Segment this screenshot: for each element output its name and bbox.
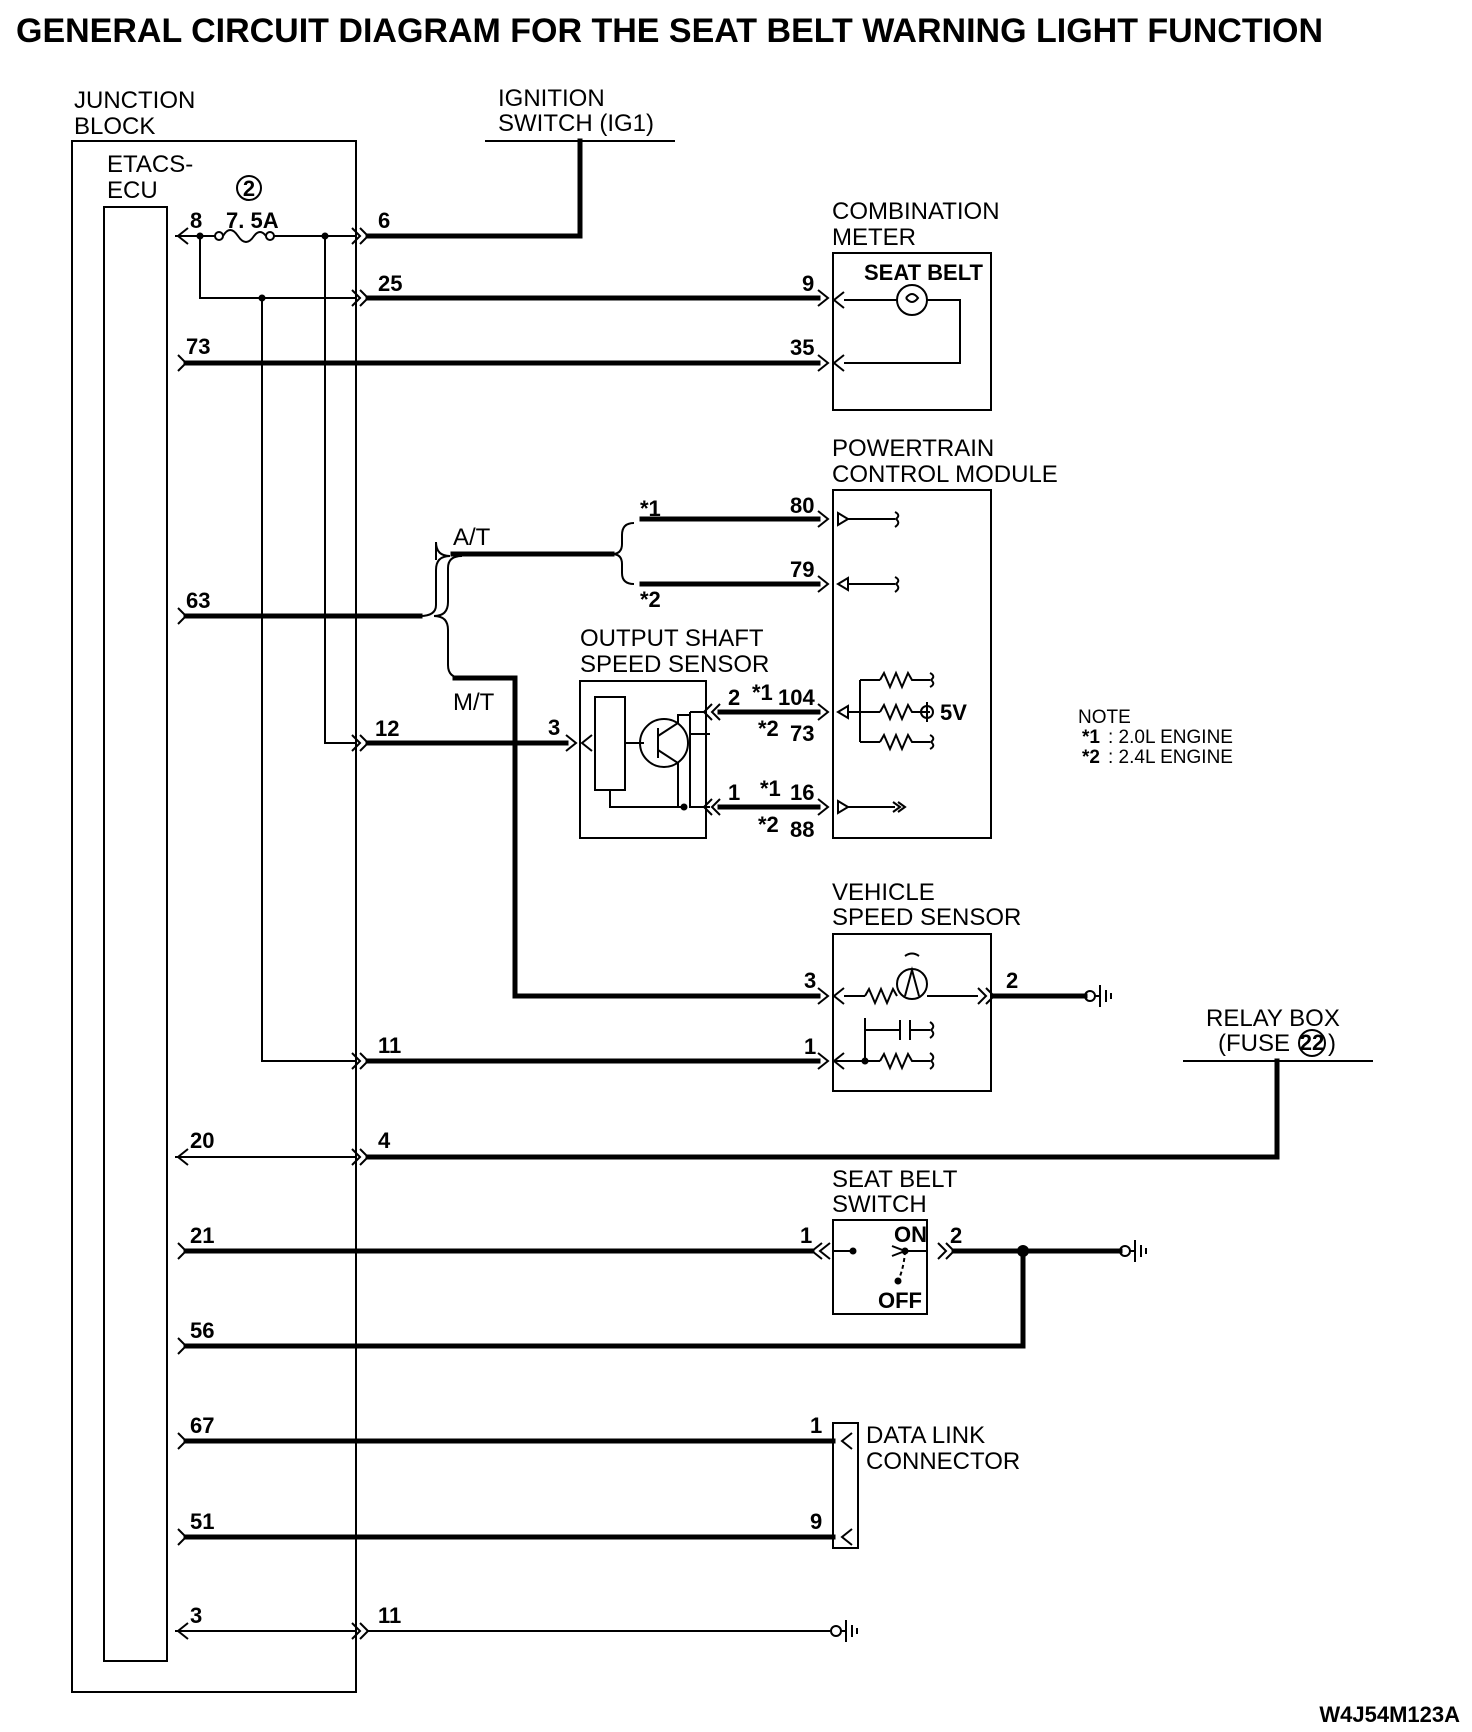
pcm-pin-88: 88 [790, 817, 814, 842]
sbs-on-label: ON [894, 1222, 927, 1247]
oss-pin-3: 3 [548, 715, 560, 740]
note-title: NOTE [1078, 707, 1131, 728]
jb-pin-11b: 11 [378, 1603, 401, 1628]
ecu-pin-63: 63 [186, 588, 210, 613]
note-1-text: : 2.0L ENGINE [1108, 727, 1233, 748]
ignition-switch: IGNITION SWITCH (IG1) [365, 85, 675, 239]
fuse-icon [222, 229, 267, 243]
jb-pin-4: 4 [378, 1128, 391, 1153]
ecu-ground-icon [830, 1625, 842, 1637]
pcm-16-star1: *1 [760, 776, 781, 801]
oss-pin-2: 2 [728, 685, 740, 710]
relay-box: RELAY BOX (FUSE 22 ) [365, 1005, 1373, 1160]
junction-block-label-1: JUNCTION [74, 87, 195, 114]
junction-block-label-2: BLOCK [74, 113, 155, 140]
meter-label-2: METER [832, 224, 916, 251]
ignition-label-2: SWITCH (IG1) [498, 110, 654, 137]
jb-pin-6: 6 [378, 208, 390, 233]
vss-pin-2: 2 [1006, 968, 1018, 993]
fuse-number-circle [236, 175, 262, 201]
switch-contact-icon [834, 1245, 927, 1257]
fuse-number: 2 [243, 176, 255, 201]
ecu-pin-56: 56 [190, 1318, 214, 1343]
relay-fuse-circle [1298, 1029, 1326, 1057]
pcm-label-1: POWERTRAIN [832, 435, 994, 462]
powertrain-control-module: POWERTRAIN CONTROL MODULE 5V 80 79 10 [640, 435, 1058, 842]
ecu-pin-73: 73 [186, 334, 210, 359]
data-link-connector: DATA LINK CONNECTOR 1 9 [183, 1413, 1020, 1549]
note-2-text: : 2.4L ENGINE [1108, 747, 1233, 768]
sbs-label-2: SWITCH [832, 1191, 927, 1218]
meter-pin-9: 9 [802, 271, 814, 296]
relay-box-label-2b: ) [1328, 1030, 1336, 1057]
dlc-pin-1: 1 [810, 1413, 822, 1438]
vehicle-speed-sensor: VEHICLE SPEED SENSOR 3 2 1 [365, 879, 1112, 1092]
dlc-pin-9: 9 [810, 1509, 822, 1534]
resistor-icon [879, 670, 930, 690]
dlc-label-2: CONNECTOR [866, 1448, 1020, 1475]
ecu-pin-20: 20 [190, 1128, 214, 1153]
ecu-pin-8: 8 [190, 208, 202, 233]
etacs-label-1: ETACS- [107, 151, 193, 178]
jb-pin-12: 12 [375, 716, 399, 741]
pcm-88-star2: *2 [758, 812, 779, 837]
figure-id: W4J54M123A [1319, 1702, 1460, 1727]
relay-box-label-1: RELAY BOX [1206, 1005, 1340, 1032]
combination-meter: COMBINATION METER SEAT BELT 9 35 [183, 198, 1000, 411]
note-1-mark: *1 [1082, 727, 1100, 748]
note-2-mark: *2 [1082, 747, 1100, 768]
seat-belt-lamp-label: SEAT BELT [864, 260, 984, 285]
sbs-label-1: SEAT BELT [832, 1166, 958, 1193]
pcm-73-star2: *2 [758, 716, 779, 741]
ecu-pin-21: 21 [190, 1223, 214, 1248]
sbs-off-label: OFF [878, 1288, 922, 1313]
sbs-pin-1: 1 [800, 1223, 812, 1248]
relay-box-label-2a: (FUSE [1218, 1030, 1290, 1057]
oss-label-1: OUTPUT SHAFT [580, 625, 764, 652]
hall-element-icon [594, 696, 626, 791]
at-label: A/T [453, 524, 491, 551]
etacs-ecu-box [103, 206, 168, 1662]
sbs-pin-2: 2 [950, 1223, 962, 1248]
page-title: GENERAL CIRCUIT DIAGRAM FOR THE SEAT BEL… [16, 12, 1323, 50]
transmission-branch: A/T M/T [183, 516, 821, 999]
ignition-label-1: IGNITION [498, 85, 605, 112]
note-block: NOTE *1 : 2.0L ENGINE *2 : 2.4L ENGINE [1078, 707, 1233, 768]
vss-label-1: VEHICLE [832, 879, 935, 906]
pcm-80-star1: *1 [640, 496, 661, 521]
pcm-pin-79: 79 [790, 557, 814, 582]
pcm-5v: 5V [940, 700, 967, 725]
dlc-label-1: DATA LINK [866, 1422, 985, 1449]
vss-pin-1: 1 [804, 1034, 816, 1059]
output-shaft-speed-sensor: OUTPUT SHAFT SPEED SENSOR 3 2 1 [365, 625, 821, 839]
pcm-pin-16: 16 [790, 780, 814, 805]
seat-belt-switch: SEAT BELT SWITCH ON OFF 1 2 [183, 1166, 1147, 1349]
warning-lamp-icon [896, 284, 928, 316]
jb-pin-25: 25 [378, 271, 402, 296]
oss-label-2: SPEED SENSOR [580, 651, 769, 678]
vss-pin-3: 3 [804, 968, 816, 993]
oss-pin-1: 1 [728, 780, 740, 805]
relay-fuse-number: 22 [1300, 1030, 1324, 1055]
pcm-79-star2: *2 [640, 587, 661, 612]
fuse-rating: 7. 5A [226, 208, 279, 233]
jb-pin-11a: 11 [378, 1033, 401, 1058]
pcm-pin-73: 73 [790, 721, 814, 746]
pcm-label-2: CONTROL MODULE [832, 461, 1058, 488]
junction-block: JUNCTION BLOCK ETACS- ECU 2 7. 5A [71, 87, 402, 1693]
pcm-pin-104: 104 [778, 685, 815, 710]
ecu-pin-67: 67 [190, 1413, 214, 1438]
meter-label-1: COMBINATION [832, 198, 1000, 225]
ecu-pin-3: 3 [190, 1603, 202, 1628]
transistor-icon [639, 718, 689, 768]
pcm-104-star1: *1 [752, 680, 773, 705]
ecu-ground [368, 1620, 858, 1642]
pcm-pin-80: 80 [790, 493, 814, 518]
etacs-label-2: ECU [107, 177, 158, 204]
vss-label-2: SPEED SENSOR [832, 904, 1021, 931]
mt-label: M/T [453, 689, 495, 716]
ecu-pin-51: 51 [190, 1509, 214, 1534]
meter-pin-35: 35 [790, 335, 814, 360]
